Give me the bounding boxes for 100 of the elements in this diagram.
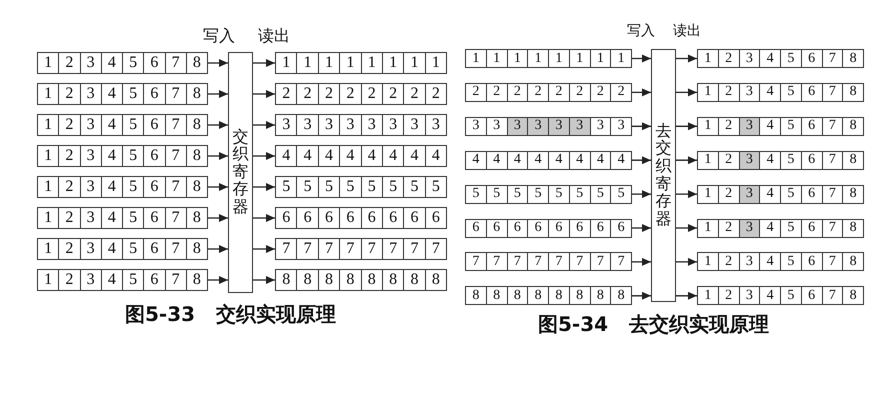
data-cell: 7	[164, 270, 186, 290]
data-cell: 2	[58, 239, 80, 259]
arrow	[253, 121, 275, 129]
data-cell: 4	[100, 53, 122, 73]
data-cell: 4	[759, 84, 780, 101]
data-cell: 7	[822, 84, 842, 101]
data-cell: 3	[80, 146, 101, 166]
data-row	[275, 207, 447, 229]
data-cell: 5	[780, 84, 801, 101]
data-cell: 4	[100, 270, 122, 290]
data-cell: 4	[568, 152, 590, 169]
data-cell: 1	[296, 53, 318, 73]
data-cell-text: 1	[43, 53, 54, 73]
data-cell: 2	[318, 84, 340, 104]
data-cell: 7	[822, 50, 842, 67]
data-cell-text: 7	[471, 253, 480, 270]
data-cell: 1	[382, 53, 404, 73]
data-cell: 1	[339, 53, 360, 73]
data-cell: 2	[610, 84, 631, 101]
data-cell: 8	[842, 186, 863, 203]
data-cell-text: 1	[703, 253, 712, 270]
data-cell: 8	[186, 115, 207, 135]
data-cell: 6	[527, 220, 548, 236]
data-cell: 1	[568, 50, 590, 67]
data-cell: 5	[318, 177, 340, 197]
data-row	[275, 176, 447, 198]
data-cell: 2	[486, 84, 506, 101]
data-cell: 5	[122, 239, 144, 259]
data-cell: 6	[800, 84, 822, 101]
arrow	[632, 88, 651, 96]
data-cell: 7	[164, 115, 186, 135]
arrow	[253, 183, 275, 191]
data-cell: 5	[506, 186, 528, 203]
arrow	[632, 122, 651, 130]
data-row	[275, 238, 447, 260]
data-cell: 3	[403, 115, 425, 135]
data-cell-text: 1	[43, 84, 54, 104]
data-cell-text: 8	[471, 287, 480, 304]
data-cell: 2	[58, 270, 80, 290]
data-cell: 4	[296, 146, 318, 166]
data-cell: 3	[590, 118, 610, 135]
data-row	[465, 184, 632, 204]
data-cell: 7	[822, 186, 842, 203]
data-cell: 7	[822, 152, 842, 169]
data-cell: 5	[424, 177, 446, 197]
data-cell: 5	[360, 177, 382, 197]
data-cell-text: 1	[703, 84, 712, 101]
data-cell: 5	[610, 186, 631, 203]
data-cell-text: 1	[43, 177, 54, 197]
data-cell-text: 4	[471, 152, 480, 169]
data-cell: 2	[718, 253, 738, 270]
register-box: 去交织寄存器	[651, 49, 676, 302]
data-cell: 4	[424, 146, 446, 166]
data-cell: 1	[360, 53, 382, 73]
data-cell-text: 1	[43, 270, 54, 290]
data-cell: 7	[548, 253, 569, 270]
data-cell: 8	[296, 270, 318, 290]
data-cell: 5	[780, 253, 801, 270]
data-cell: 2	[568, 84, 590, 101]
data-cell: 6	[800, 287, 822, 304]
data-cell: 1	[486, 50, 506, 67]
data-cell: 2	[58, 208, 80, 228]
arrow	[676, 258, 697, 266]
data-cell: 6	[296, 208, 318, 228]
data-cell: 3	[318, 115, 340, 135]
data-cell-text: 2	[281, 84, 292, 104]
data-cell: 4	[339, 146, 360, 166]
arrow	[676, 292, 697, 300]
data-cell-text: 1	[43, 239, 54, 259]
data-cell: 7	[822, 253, 842, 270]
data-cell: 6	[800, 220, 822, 236]
data-cell: 2	[382, 84, 404, 104]
arrow	[208, 59, 228, 67]
data-cell: 5	[122, 84, 144, 104]
data-cell: 2	[590, 84, 610, 101]
data-cell: 6	[486, 220, 506, 236]
data-cell: 3	[360, 115, 382, 135]
data-cell: 4	[759, 118, 780, 135]
data-cell: 6	[143, 177, 164, 197]
data-cell: 3	[738, 287, 760, 304]
data-cell: 4	[382, 146, 404, 166]
data-cell: 4	[318, 146, 340, 166]
data-cell-text: 1	[281, 53, 292, 73]
data-cell: 8	[186, 270, 207, 290]
data-cell-text: 1	[703, 152, 712, 169]
data-cell: 7	[822, 220, 842, 236]
data-cell: 5	[122, 53, 144, 73]
data-row	[275, 145, 447, 167]
data-cell: 1	[527, 50, 548, 67]
data-cell: 8	[548, 287, 569, 304]
data-cell: 8	[186, 146, 207, 166]
data-cell: 8	[842, 152, 863, 169]
data-row	[275, 269, 447, 291]
data-cell: 6	[143, 115, 164, 135]
data-cell: 6	[424, 208, 446, 228]
data-row	[465, 82, 632, 102]
arrow	[253, 245, 275, 253]
data-row	[697, 116, 864, 136]
arrow	[632, 54, 651, 62]
column-label: 读出	[258, 29, 290, 45]
